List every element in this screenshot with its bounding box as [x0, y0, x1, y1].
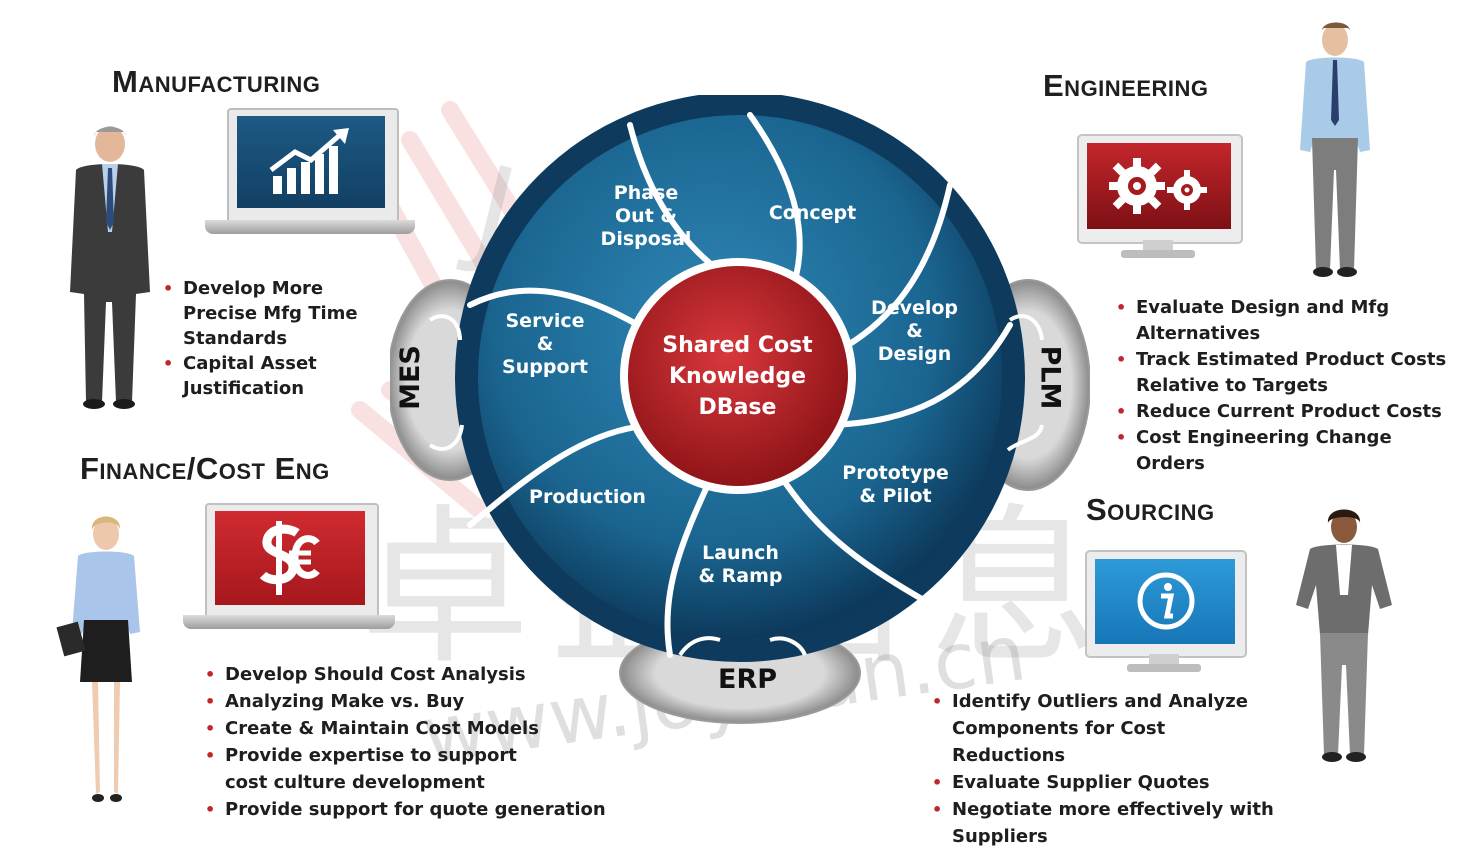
segment-production: Production	[529, 486, 646, 508]
list-item: Provide support for quote generation	[205, 796, 615, 823]
mes-label: MES	[394, 345, 426, 410]
list-item: Track Estimated Product Costs Relative t…	[1116, 347, 1456, 399]
center-disk-fill	[628, 266, 848, 486]
info-icon	[1137, 572, 1195, 630]
center-line-3: DBase	[698, 395, 777, 420]
laptop-finance	[183, 503, 395, 633]
segment-concept: Concept	[768, 202, 857, 224]
rising-bar-chart-icon	[269, 128, 349, 194]
engineering-list: Evaluate Design and Mfg Alternatives Tra…	[1116, 295, 1456, 477]
segment-prototype-pilot: Prototype & Pilot	[842, 462, 949, 507]
finance-title: Finance/Cost Eng	[80, 451, 330, 486]
segment-service-support: Service & Support	[502, 310, 588, 378]
list-item: Develop More Precise Mfg Time Standards	[163, 276, 373, 351]
manufacturing-list: Develop More Precise Mfg Time Standards …	[163, 276, 373, 401]
list-item: Negotiate more effectively with Supplier…	[932, 796, 1282, 850]
monitor-info	[1085, 550, 1247, 675]
engineering-title: Engineering	[1043, 68, 1209, 103]
ring-arrows	[428, 314, 1044, 657]
person-sourcing	[1296, 509, 1392, 762]
center-label: Shared Cost Knowledge DBase	[640, 330, 835, 423]
laptop-chart	[205, 108, 415, 238]
lifecycle-wheel	[390, 95, 1090, 724]
segment-launch-ramp: Launch & Ramp	[698, 542, 783, 587]
list-item: Create & Maintain Cost Models	[205, 715, 615, 742]
finance-list: Develop Should Cost Analysis Analyzing M…	[205, 661, 615, 823]
sourcing-list: Identify Outliers and Analyze Components…	[932, 688, 1282, 850]
person-engineering	[1300, 22, 1370, 277]
manufacturing-title: Manufacturing	[112, 64, 321, 99]
list-item: Evaluate Supplier Quotes	[932, 769, 1282, 796]
list-item: Identify Outliers and Analyze Components…	[932, 688, 1282, 769]
center-line-1: Shared Cost	[662, 333, 813, 358]
list-item: Capital Asset Justification	[163, 351, 373, 401]
sourcing-title: Sourcing	[1086, 492, 1215, 527]
erp-label: ERP	[718, 664, 778, 695]
center-line-2: Knowledge	[668, 364, 807, 389]
dollar-euro-icon	[259, 521, 320, 595]
person-finance	[56, 516, 140, 802]
list-item: Provide expertise to support cost cultur…	[205, 742, 565, 796]
gears-icon	[1109, 158, 1207, 214]
list-item: Develop Should Cost Analysis	[205, 661, 615, 688]
segment-phase-out: Phase Out & Disposal	[600, 182, 692, 250]
plm-label: PLM	[1034, 345, 1066, 410]
list-item: Reduce Current Product Costs	[1116, 399, 1456, 425]
list-item: Evaluate Design and Mfg Alternatives	[1116, 295, 1456, 347]
list-item: Cost Engineering Change Orders	[1116, 425, 1456, 477]
segment-develop-design: Develop & Design	[870, 297, 959, 365]
monitor-gears	[1077, 134, 1243, 262]
list-item: Analyzing Make vs. Buy	[205, 688, 615, 715]
person-manufacturing	[70, 126, 150, 409]
